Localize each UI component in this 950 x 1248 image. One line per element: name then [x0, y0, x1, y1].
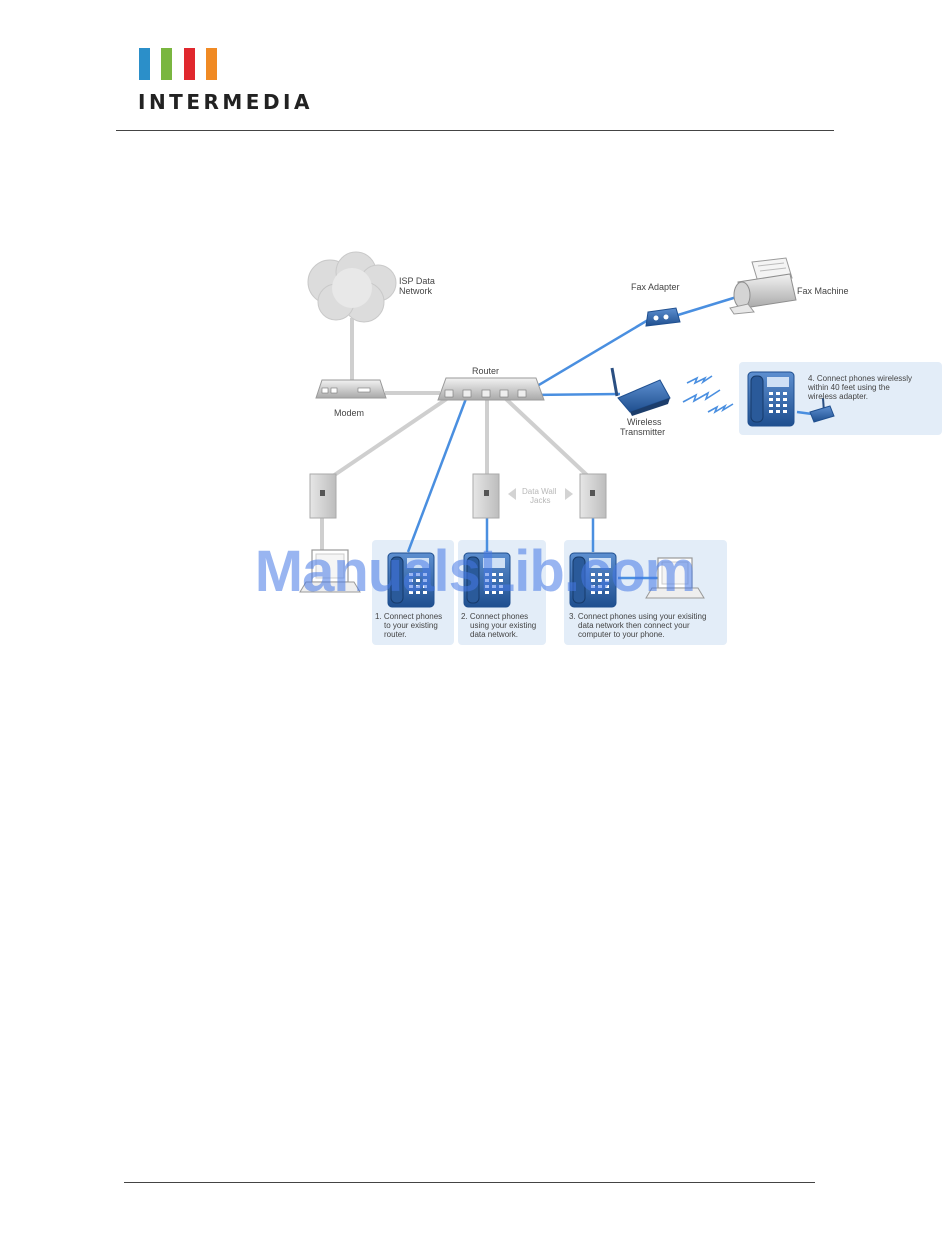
- blue-links: [406, 294, 813, 580]
- note1-line3: router.: [384, 630, 407, 639]
- double-arrow-icon: [508, 488, 573, 500]
- wall-jack-icon: [579, 473, 607, 519]
- note2-line1: 2. Connect phones: [461, 612, 528, 621]
- note2-line3: data network.: [470, 630, 518, 639]
- fax-adapter-icon: [645, 307, 681, 327]
- logo-bar-orange: [206, 48, 217, 80]
- fax-adapter-label: Fax Adapter: [631, 282, 680, 292]
- note4-line2: within 40 feet using the: [807, 383, 890, 392]
- modem-icon: [315, 379, 387, 399]
- logo-bar-red: [184, 48, 195, 80]
- desk-phone-icon: [569, 552, 617, 608]
- wireless-label-line1: Wireless: [627, 417, 662, 427]
- header-rule: [116, 130, 834, 131]
- desk-phone-icon: [387, 552, 435, 608]
- note3-line3: computer to your phone.: [578, 630, 665, 639]
- router-label: Router: [472, 366, 499, 376]
- watermark-text: ManualsLib.com: [254, 539, 696, 604]
- gray-cables: [320, 318, 592, 552]
- wall-jack-icon: [309, 473, 337, 519]
- note2-line2: using your existing: [470, 621, 536, 630]
- wireless-label-line2: Transmitter: [620, 427, 665, 437]
- wireless-signal-icon: [682, 375, 734, 414]
- laptop-icon: [299, 549, 361, 593]
- fax-machine-label: Fax Machine: [797, 286, 849, 296]
- logo-text: INTERMEDIA: [138, 90, 313, 114]
- note1-line2: to your existing: [384, 621, 438, 630]
- note1-line1: 1. Connect phones: [375, 612, 442, 621]
- note4-line1: 4. Connect phones wirelessly: [808, 374, 912, 383]
- logo-bar-green: [161, 48, 172, 80]
- fax-machine-icon: [729, 257, 797, 315]
- router-icon: [437, 377, 545, 401]
- note4-line3: wireless adapter.: [807, 392, 868, 401]
- isp-label-line2: Network: [399, 286, 433, 296]
- modem-label: Modem: [334, 408, 364, 418]
- wall-jack-icon: [472, 473, 500, 519]
- wall-jacks-label-line2: Jacks: [530, 496, 550, 505]
- desk-phone-icon: [463, 552, 511, 608]
- cloud-icon: [307, 251, 397, 323]
- wall-jacks-label-line1: Data Wall: [522, 487, 557, 496]
- isp-label-line1: ISP Data: [399, 276, 435, 286]
- desk-phone-wireless-icon: [747, 371, 835, 427]
- note3-line2: data network then connect your: [578, 621, 690, 630]
- footer-rule: [124, 1182, 815, 1183]
- note3-line1: 3. Connect phones using your exisiting: [569, 612, 706, 621]
- logo-bar-blue: [139, 48, 150, 80]
- wireless-transmitter-icon: [610, 367, 671, 416]
- laptop-icon: [645, 557, 705, 599]
